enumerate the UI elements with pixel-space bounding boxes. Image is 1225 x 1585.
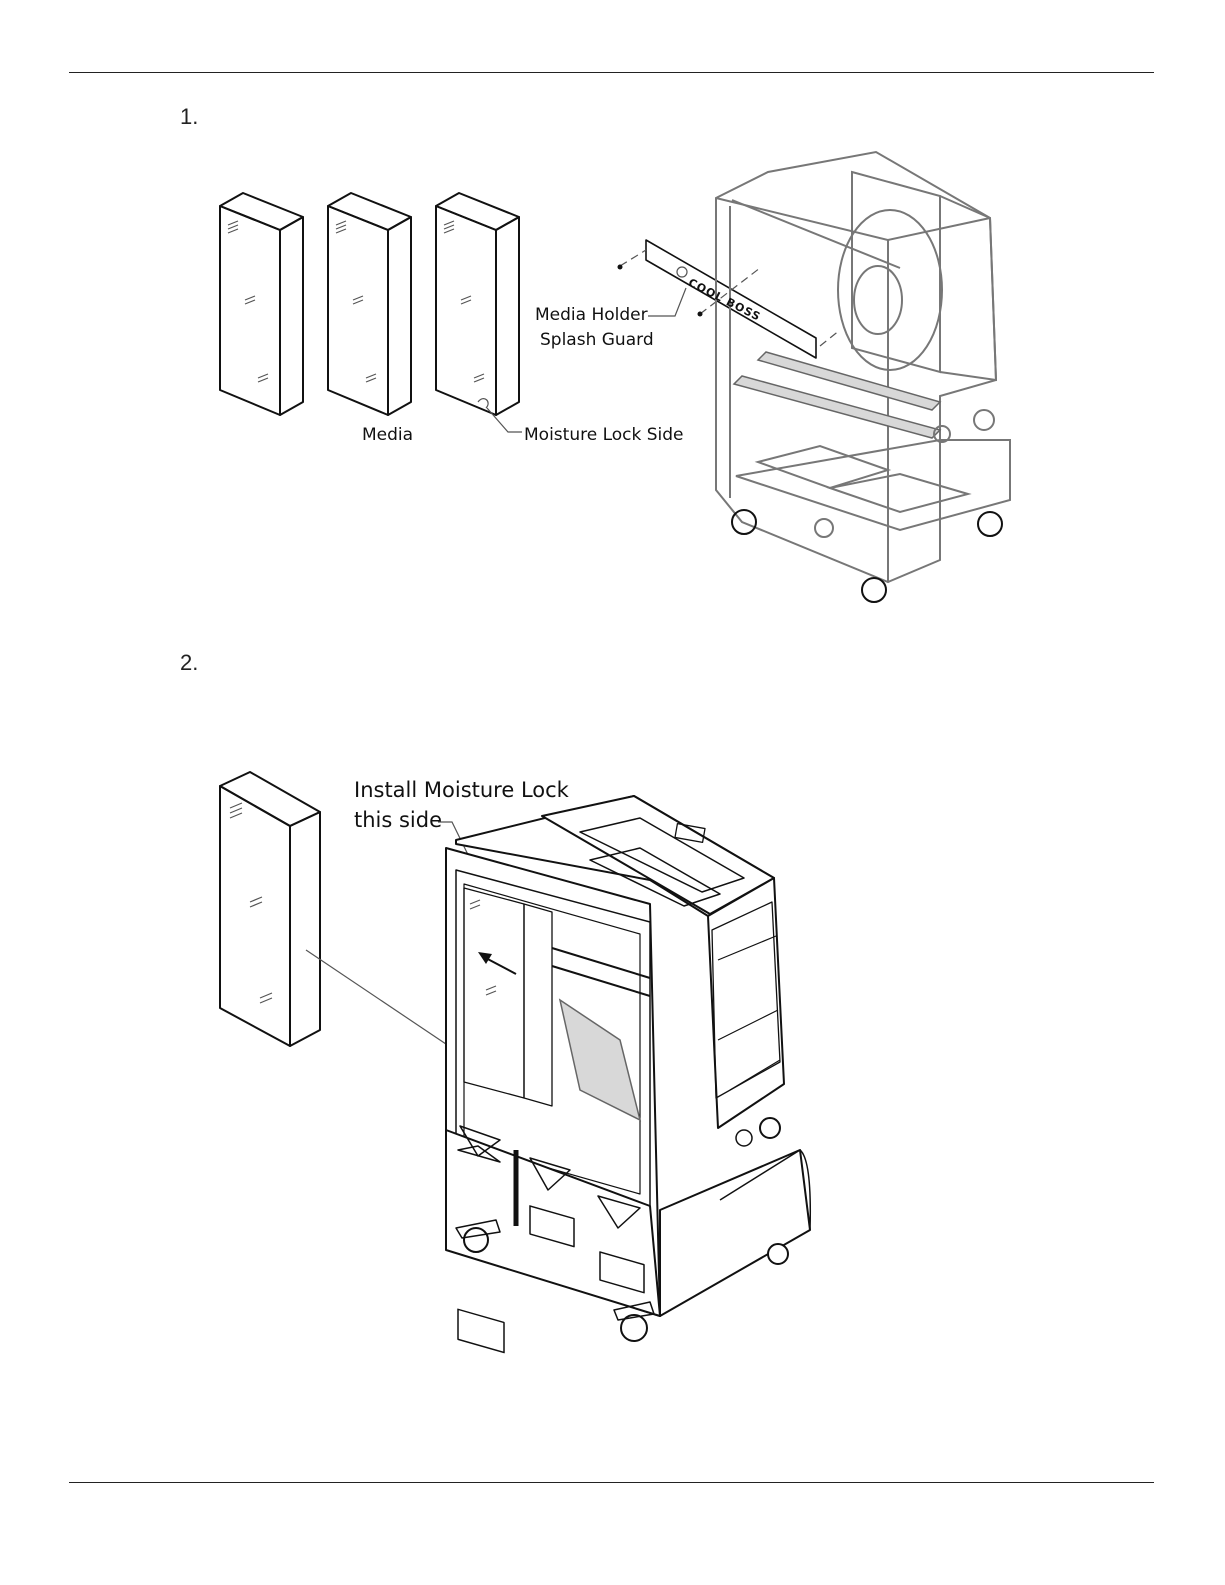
- media-label: Media: [362, 425, 413, 445]
- splash-guard-label: Splash Guard: [540, 330, 654, 350]
- install-moisture-lock-label: Install Moisture Lock: [354, 778, 569, 802]
- media-panel-3: [436, 193, 519, 415]
- this-side-label: this side: [354, 808, 442, 832]
- media-holder-leader: [648, 288, 686, 316]
- media-holder-label: Media Holder: [535, 305, 648, 325]
- media-panel-2: [328, 193, 411, 415]
- moisture-lock-leader: [487, 408, 522, 432]
- moisture-lock-side-label: Moisture Lock Side: [524, 425, 684, 445]
- media-panel-1: [220, 193, 303, 415]
- cooler-frame-exploded: [716, 152, 1010, 602]
